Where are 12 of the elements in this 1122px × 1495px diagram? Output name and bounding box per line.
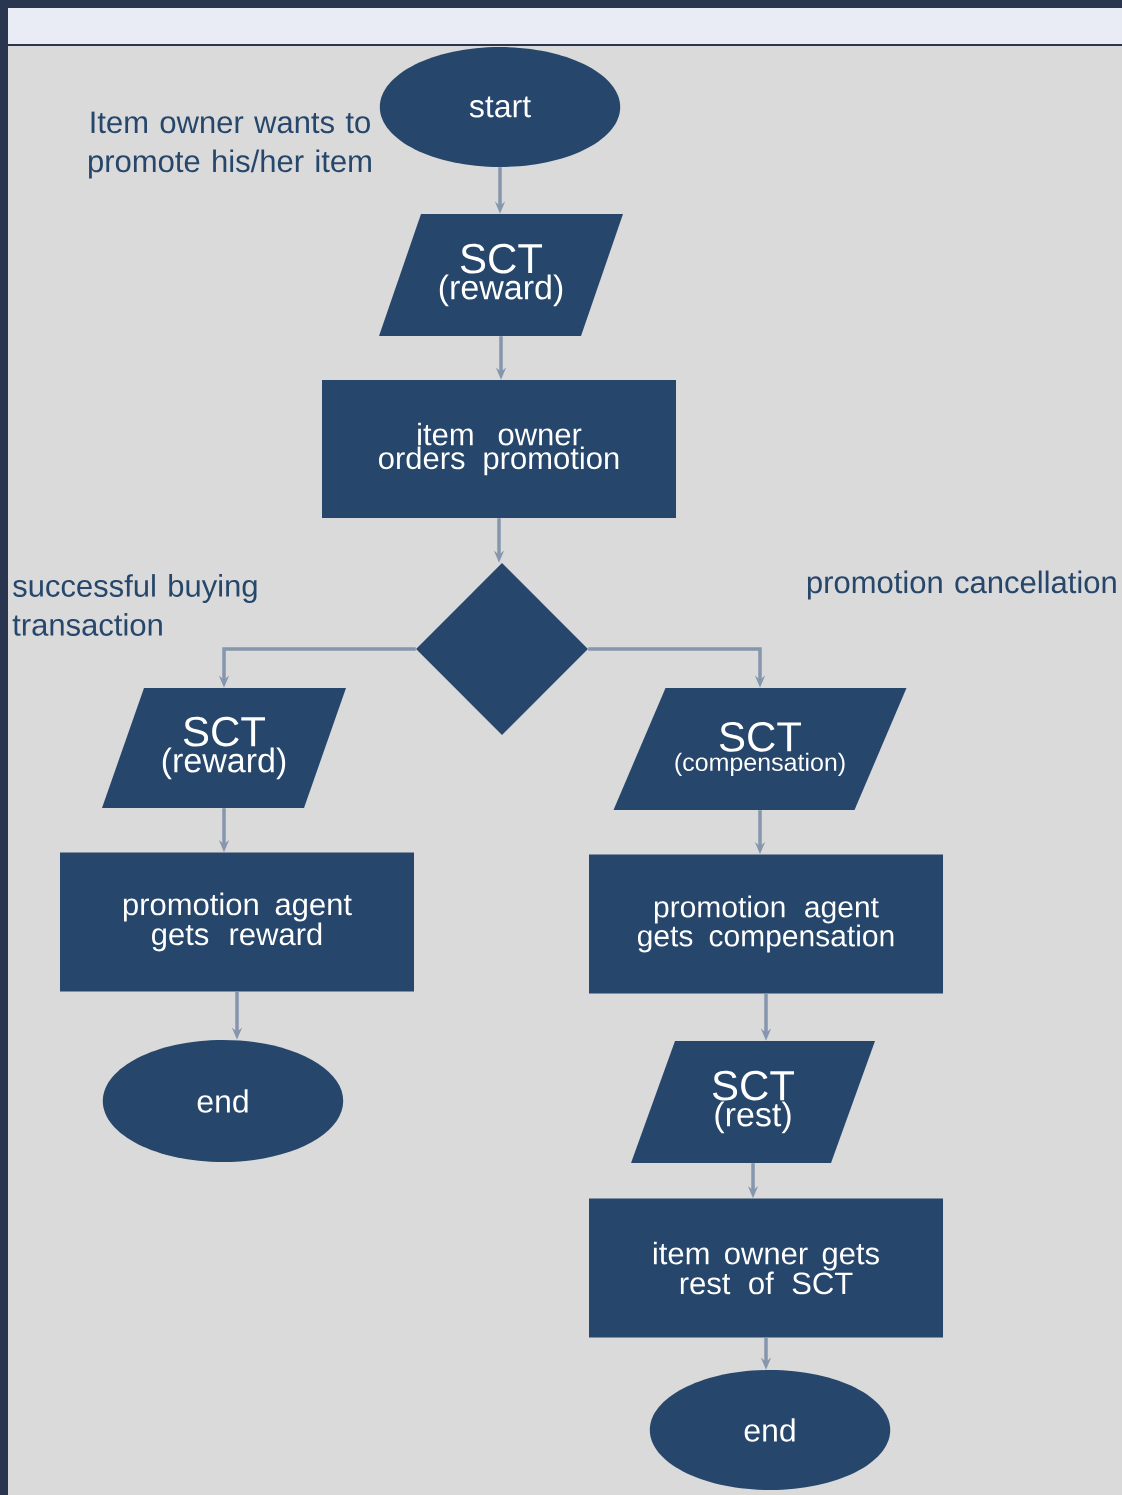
process-box: item owner orders promotion — [322, 380, 676, 518]
data-parallelogram: SCT (reward) — [379, 214, 623, 336]
data-parallelogram: SCT (reward) — [102, 688, 346, 808]
edge-label: successful buying transaction — [12, 574, 257, 636]
process-box: promotion agent gets compensation — [589, 854, 943, 994]
note-text: Item owner wants to promote his/her item — [89, 111, 371, 179]
process-box: promotion agent gets reward — [60, 852, 414, 992]
process-box: item owner gets rest of SCT — [589, 1198, 943, 1338]
decision-diamond — [416, 563, 588, 735]
data-parallelogram: SCT (compensation) — [613, 688, 907, 810]
data-parallelogram: SCT (rest) — [631, 1041, 875, 1163]
edge-label: promotion cancellation — [807, 570, 1116, 600]
